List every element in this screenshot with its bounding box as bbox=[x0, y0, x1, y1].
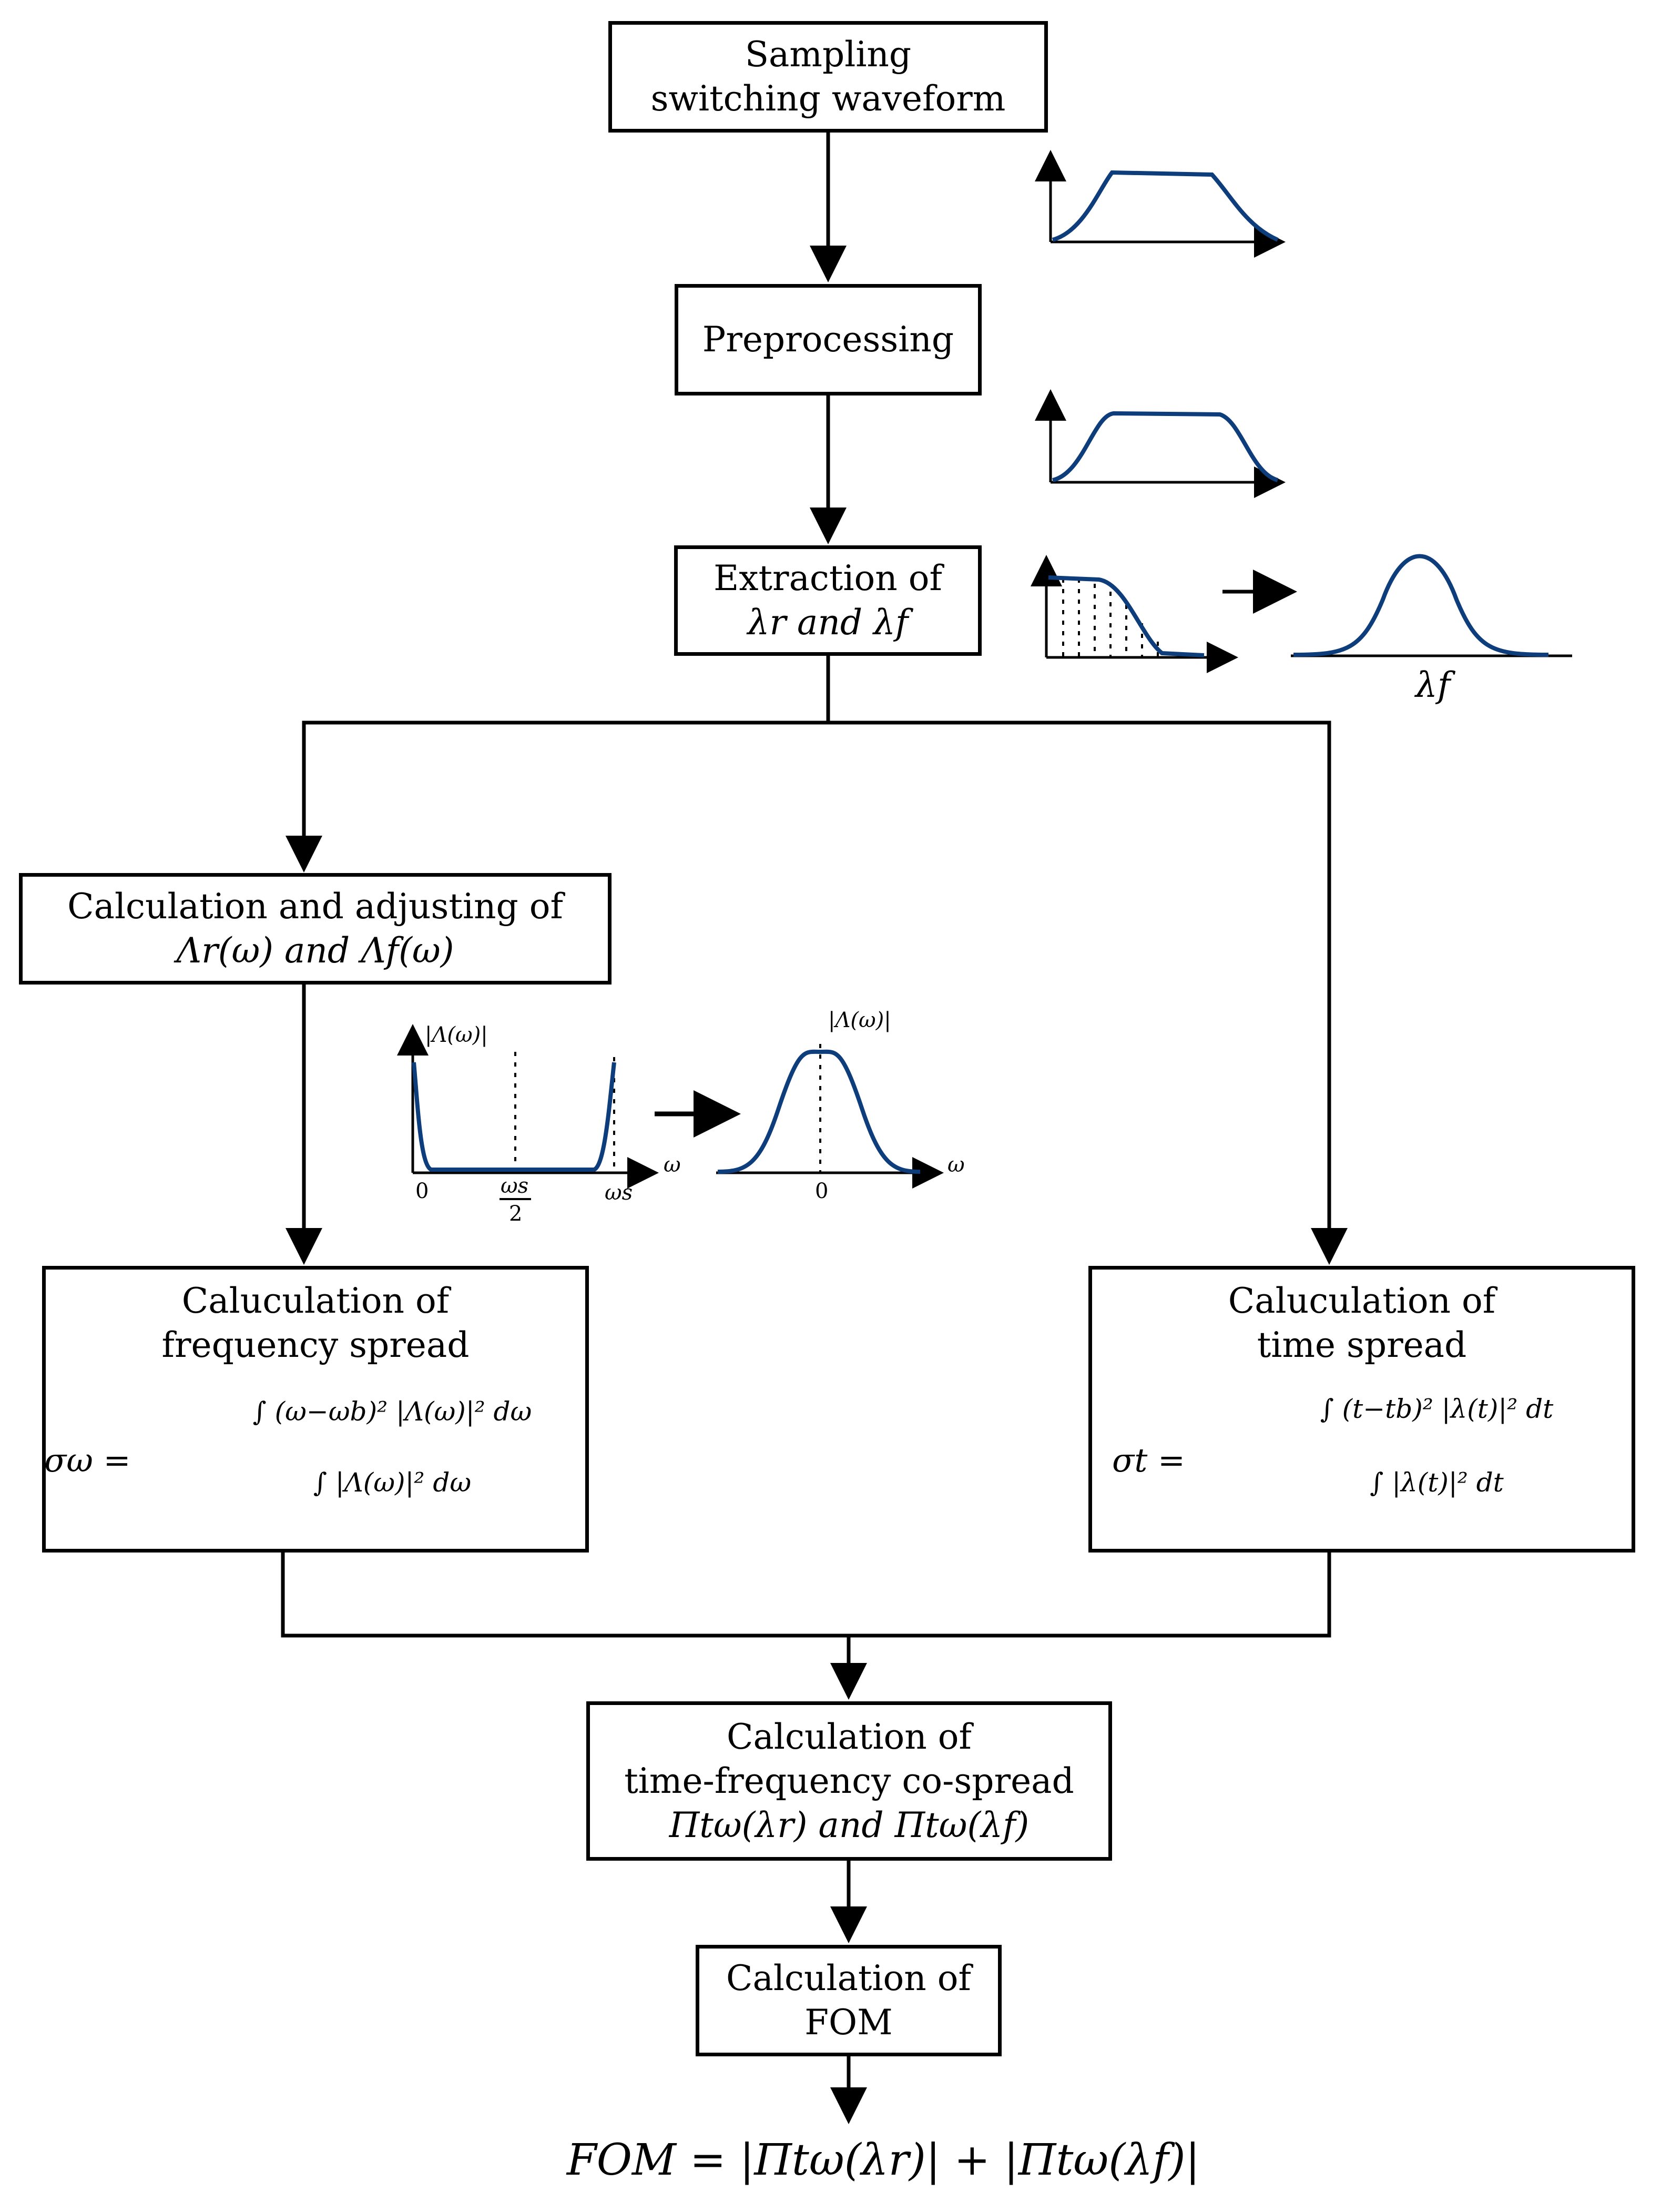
falling-edge-curve bbox=[1048, 575, 1205, 657]
shifted-spectrum-curve bbox=[717, 1049, 921, 1174]
tick-ws: ωs bbox=[605, 1181, 633, 1205]
node-label-line: Preprocessing bbox=[702, 319, 954, 360]
node-label-line: Calculation of bbox=[726, 1958, 971, 1998]
node-label-line: time spread bbox=[1257, 1325, 1467, 1365]
smooth-waveform-inset bbox=[1035, 389, 1286, 498]
node-label-line: Λr(ω) and Λf(ω) bbox=[176, 930, 454, 971]
arrow-extraction-to-adjusting bbox=[286, 656, 830, 872]
axis-omega-left: ω bbox=[664, 1153, 681, 1177]
node-label-line: Calculation and adjusting of bbox=[67, 886, 563, 927]
flow-connectors bbox=[281, 133, 1348, 2124]
node-label-line: Caluculation of bbox=[1228, 1281, 1496, 1321]
axis-omega-right: ω bbox=[947, 1153, 965, 1177]
spectrum-y-label-right: |Λ(ω)| bbox=[828, 1008, 891, 1032]
fom-formula: FOM = |Πtω(λr)| + |Πtω(λf)| bbox=[566, 2135, 1200, 2185]
node-calculation-of-fom: Calculation of FOM bbox=[696, 1945, 1002, 2056]
raw-spectrum-curve bbox=[412, 1062, 616, 1172]
sigma-t-denominator: ∫ |λ(t)|² dt bbox=[1370, 1467, 1504, 1498]
raw-waveform-curve bbox=[1052, 170, 1279, 242]
node-frequency-spread: Caluculation of frequency spread bbox=[42, 1266, 589, 1553]
node-label-line: Extraction of bbox=[714, 558, 942, 598]
node-label-line: Sampling bbox=[745, 34, 912, 75]
raw-waveform-inset bbox=[1035, 150, 1286, 258]
node-time-frequency-cospread: Calculation of time-frequency co-spread … bbox=[586, 1701, 1112, 1861]
sigma-omega-denominator: ∫ |Λ(ω)|² dω bbox=[313, 1467, 472, 1498]
node-label-line: FOM bbox=[804, 2002, 893, 2043]
lambda-f-label: λf bbox=[1415, 665, 1451, 705]
sigma-t-lhs: σt = bbox=[1112, 1441, 1185, 1479]
node-label-line: Caluculation of bbox=[181, 1281, 450, 1321]
tick-zero-right: 0 bbox=[815, 1179, 829, 1203]
node-extraction: Extraction of λr and λf bbox=[674, 545, 982, 656]
node-label-line: λr and λf bbox=[747, 602, 909, 643]
spectrum-y-label-left: |Λ(ω)| bbox=[425, 1023, 488, 1047]
tick-half-ws-numerator: ωs bbox=[501, 1174, 529, 1198]
sigma-t-numerator: ∫ (t−tb)² |λ(t)|² dt bbox=[1320, 1394, 1554, 1424]
node-label-line: time-frequency co-spread bbox=[624, 1760, 1074, 1801]
smooth-waveform-curve bbox=[1052, 411, 1279, 482]
node-preprocessing: Preprocessing bbox=[675, 284, 982, 395]
node-calculation-and-adjusting: Calculation and adjusting of Λr(ω) and Λ… bbox=[19, 873, 612, 985]
node-label-line: frequency spread bbox=[161, 1325, 470, 1365]
node-sampling-switching-waveform: Sampling switching waveform bbox=[608, 21, 1048, 133]
sample-dotted-lines bbox=[1062, 579, 1159, 657]
sigma-omega-lhs: σω = bbox=[44, 1441, 131, 1479]
merge-connector bbox=[281, 1553, 1331, 1638]
node-label-line: Calculation of bbox=[727, 1716, 972, 1757]
edge-extraction-inset bbox=[1031, 554, 1572, 673]
node-label-line: switching waveform bbox=[650, 78, 1006, 119]
tick-zero-left: 0 bbox=[415, 1179, 429, 1203]
node-label-line: Πtω(λr) and Πtω(λf) bbox=[669, 1804, 1030, 1845]
arrow-extraction-to-time-spread bbox=[828, 721, 1348, 1265]
lambda-f-bell-curve bbox=[1293, 554, 1549, 657]
tick-half-ws-fraction-bar bbox=[500, 1198, 531, 1200]
node-time-spread: Caluculation of time spread bbox=[1088, 1266, 1635, 1553]
spectrum-inset bbox=[397, 1024, 944, 1189]
sigma-omega-numerator: ∫ (ω−ωb)² |Λ(ω)|² dω bbox=[252, 1396, 532, 1427]
tick-half-ws-denominator: 2 bbox=[509, 1202, 523, 1226]
